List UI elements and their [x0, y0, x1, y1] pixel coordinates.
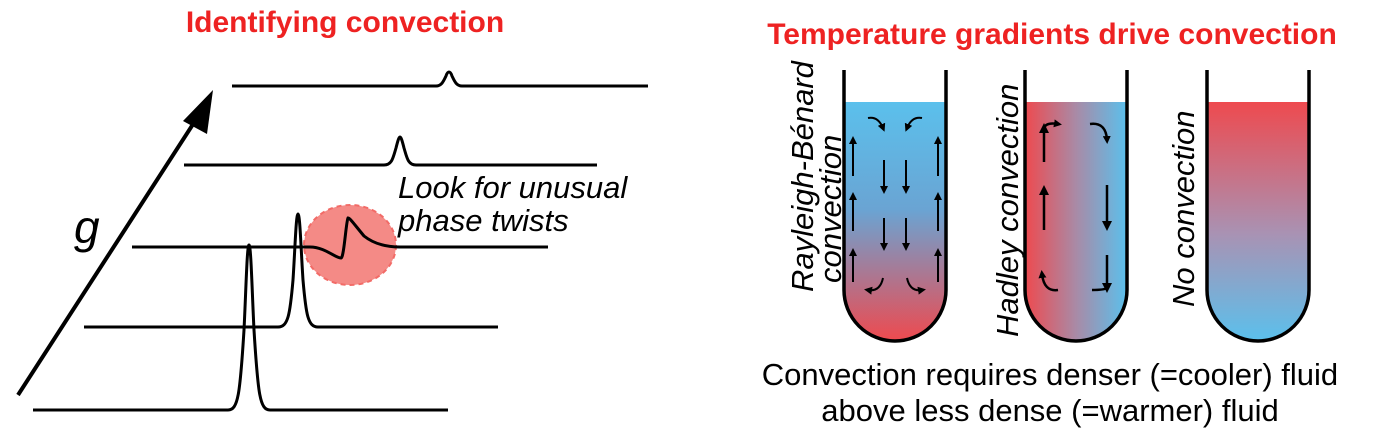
spectrum-trace-4 [184, 135, 597, 167]
caption-line-1: Convection requires denser (=cooler) flu… [762, 357, 1338, 392]
tube-3-label: No convection [1166, 111, 1201, 307]
tube-fluid [1025, 102, 1127, 341]
phase-twist-highlight [303, 204, 397, 286]
tube-no-convection: No convection [1166, 70, 1311, 343]
annotation-line-1: Look for unusual [398, 170, 628, 205]
flow-arrows [1038, 119, 1112, 293]
gravity-axis-line [16, 116, 199, 397]
tube-outline [1023, 70, 1129, 343]
tube-2-label: Hadley convection [990, 84, 1025, 337]
flow-arrows [849, 116, 942, 295]
caption-line-2: above less dense (=warmer) fluid [821, 393, 1278, 428]
spectrum-trace-3-twisted [132, 216, 548, 260]
tube-1-label-line-2: convection [813, 135, 848, 283]
spectrum-trace-1 [33, 243, 448, 412]
tube-1-label-line-1: Rayleigh-Bénard [785, 59, 820, 292]
annotation-line-2: phase twists [397, 203, 569, 238]
spectrum-trace-2 [84, 212, 498, 329]
gravity-arrowhead-icon [183, 90, 213, 134]
tube-outline [842, 70, 948, 343]
tube-rayleigh-benard: Rayleigh-Bénard convection [785, 59, 948, 343]
tube-hadley: Hadley convection [990, 70, 1129, 343]
left-panel-title: Identifying convection [186, 6, 504, 39]
tube-fluid [844, 102, 946, 341]
spectrum-trace-5 [232, 70, 648, 88]
tube-fluid [1207, 102, 1309, 341]
right-panel-title: Temperature gradients drive convection [767, 18, 1337, 51]
left-panel: Identifying convection g Look for unusua… [16, 6, 648, 412]
tube-outline [1205, 70, 1311, 343]
right-panel: Temperature gradients drive convection [762, 18, 1338, 428]
gravity-axis-label: g [74, 201, 100, 253]
